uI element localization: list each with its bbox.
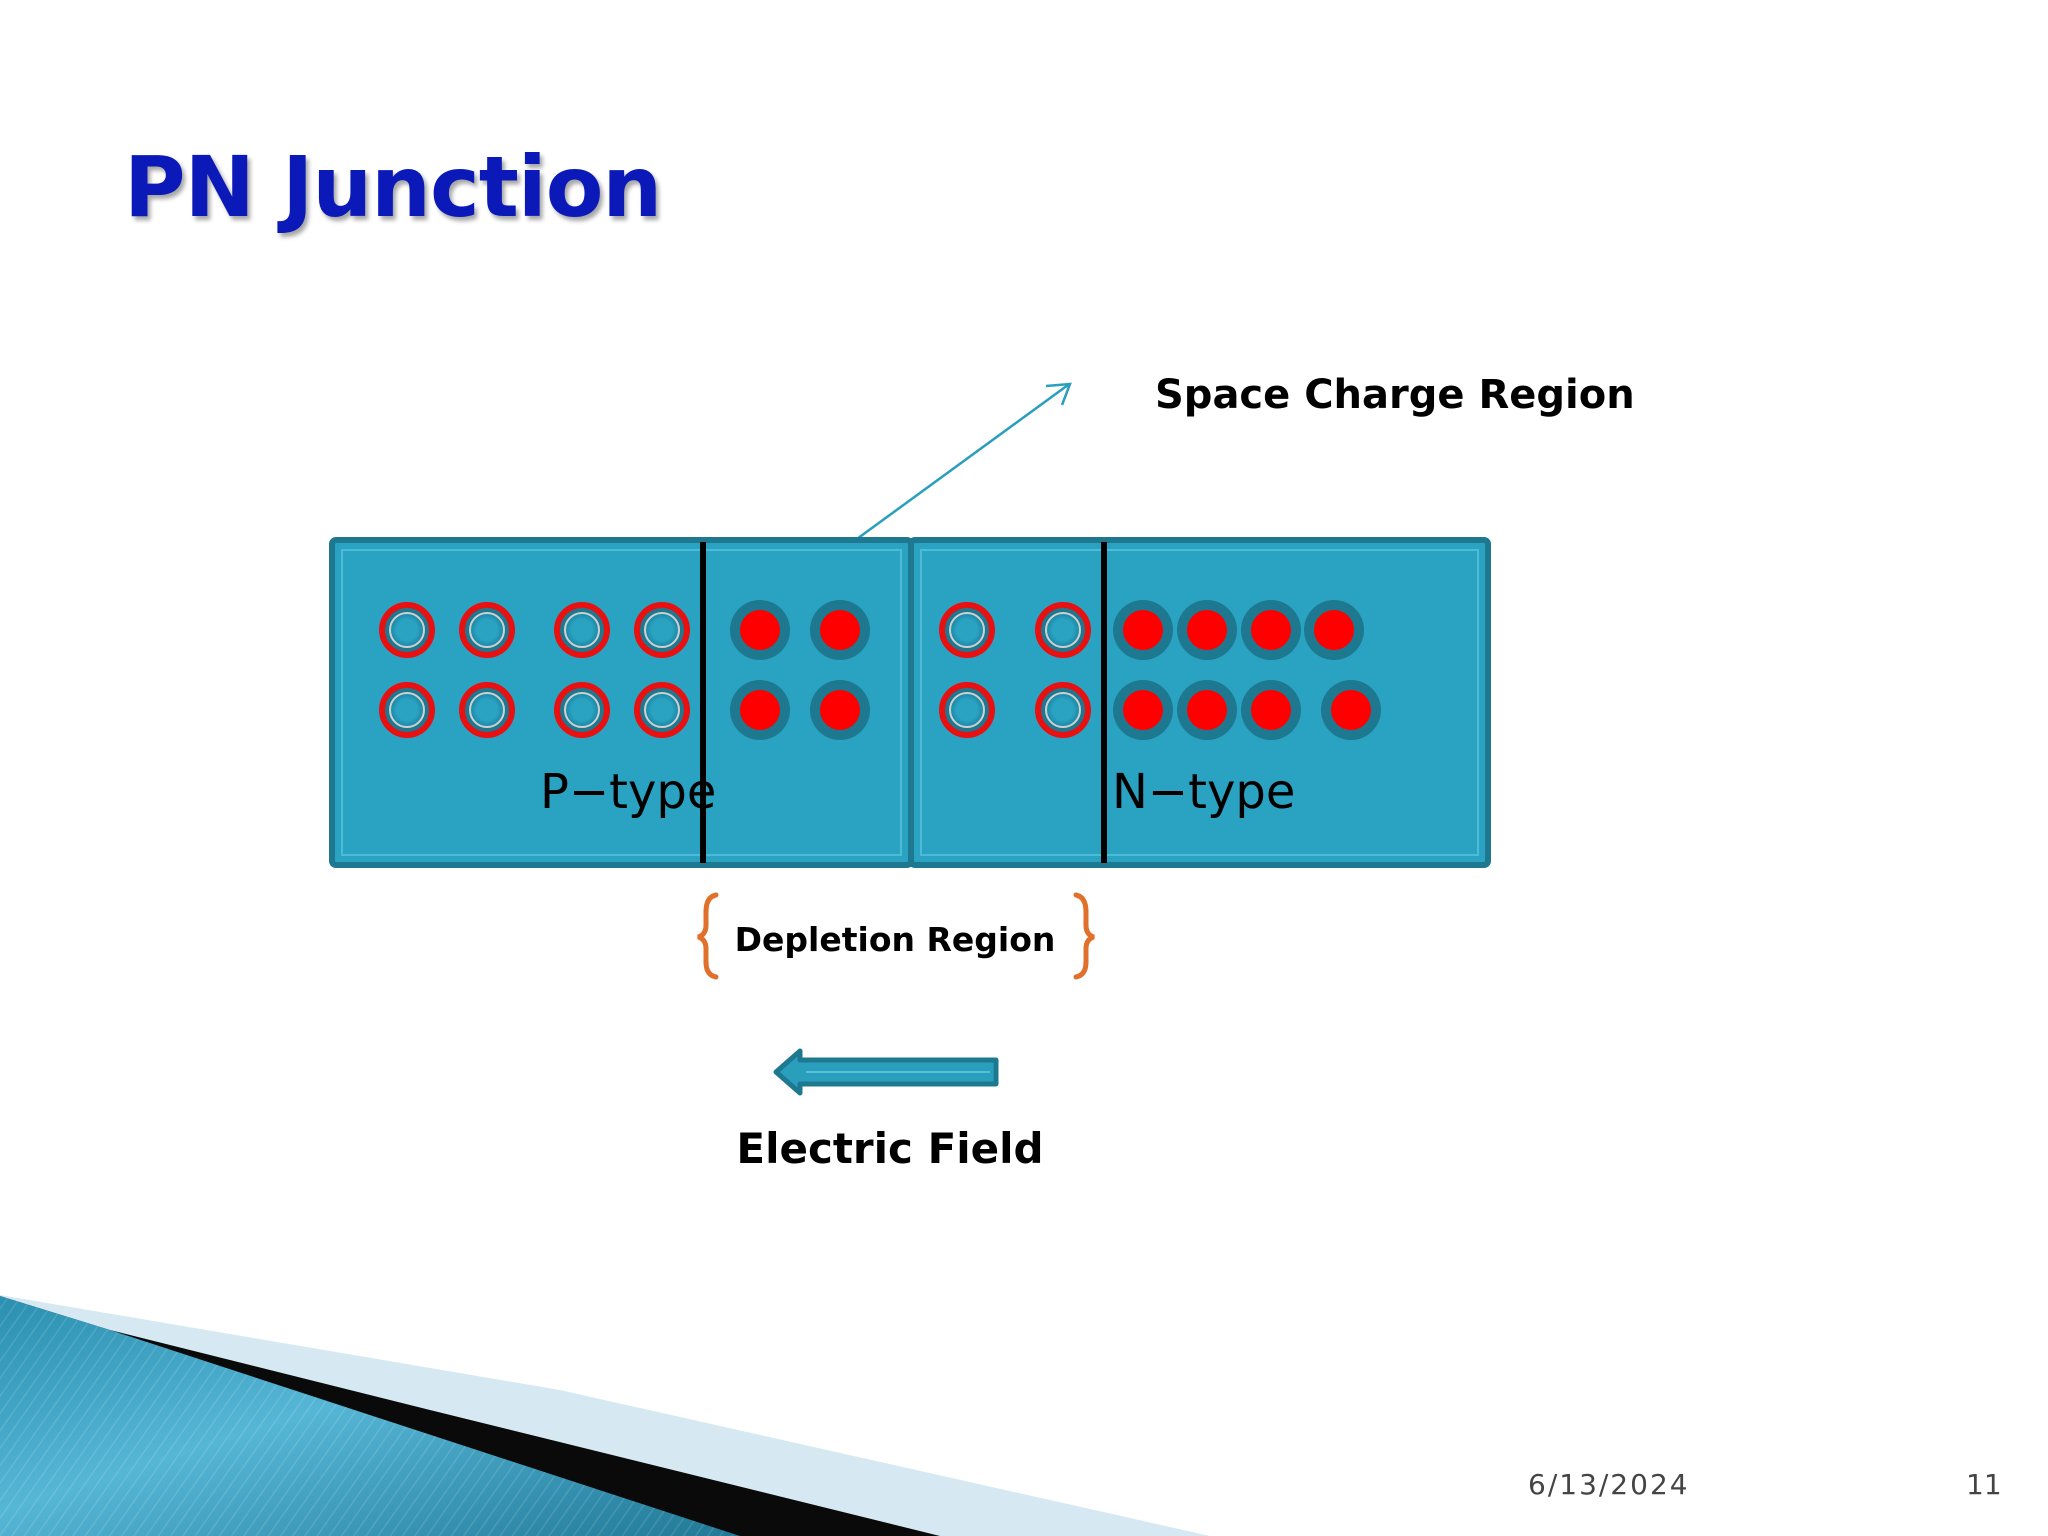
charges-depletion-p-side	[730, 600, 870, 740]
filled-charge	[1177, 600, 1237, 660]
n-type-label: N−type	[1112, 764, 1295, 820]
filled-charge	[1321, 680, 1381, 740]
page-title: PN Junction	[124, 138, 662, 236]
filled-charge	[1113, 680, 1173, 740]
hole	[554, 682, 610, 738]
depletion-region-label: Depletion Region	[735, 920, 1056, 959]
hole	[939, 682, 995, 738]
space-charge-pointer-line	[849, 383, 1069, 546]
hole	[634, 682, 690, 738]
electric-field-arrow	[773, 1048, 999, 1096]
depletion-brace-left	[697, 892, 719, 980]
filled-charge	[1241, 600, 1301, 660]
space-charge-pointer-arrowhead	[1045, 382, 1072, 406]
hole	[459, 602, 515, 658]
hole	[1035, 602, 1091, 658]
holes-depletion-n-side	[939, 602, 1091, 738]
hole	[634, 602, 690, 658]
filled-charge	[1304, 600, 1364, 660]
space-charge-region-label: Space Charge Region	[1155, 372, 1635, 418]
filled-charge	[810, 600, 870, 660]
filled-charge	[1177, 680, 1237, 740]
slide-page-number: 11	[1966, 1468, 2002, 1501]
filled-charge	[730, 680, 790, 740]
electric-field-label: Electric Field	[736, 1124, 1043, 1173]
hole	[939, 602, 995, 658]
filled-charge	[810, 680, 870, 740]
slide-date: 6/13/2024	[1528, 1468, 1690, 1501]
hole	[379, 602, 435, 658]
holes-p-region	[379, 602, 690, 738]
p-type-label: P−type	[540, 764, 716, 820]
hole	[459, 682, 515, 738]
filled-charge	[730, 600, 790, 660]
hole	[554, 602, 610, 658]
filled-charge	[1241, 680, 1301, 740]
depletion-brace-right	[1073, 892, 1095, 980]
hole	[379, 682, 435, 738]
charges-n-region	[1113, 600, 1381, 740]
filled-charge	[1113, 600, 1173, 660]
hole	[1035, 682, 1091, 738]
